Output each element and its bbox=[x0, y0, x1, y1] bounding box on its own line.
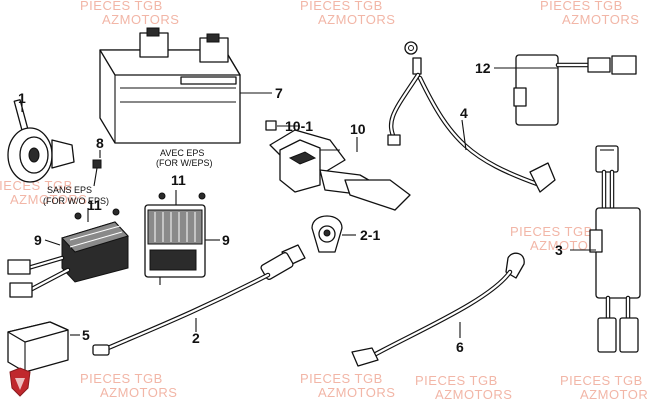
watermark: AZMOTORS bbox=[562, 12, 639, 27]
note-for-w-eps: (FOR W/EPS) bbox=[156, 158, 213, 168]
watermark: AZMOTORS bbox=[318, 12, 395, 27]
callout-7: 7 bbox=[275, 85, 283, 101]
callout-2-1: 2-1 bbox=[360, 227, 380, 243]
watermark: PIECES TGB bbox=[415, 373, 498, 388]
callout-6: 6 bbox=[456, 339, 464, 355]
control-unit-3 bbox=[570, 145, 641, 353]
callout-5: 5 bbox=[82, 327, 90, 343]
cable-6 bbox=[351, 252, 525, 367]
watermark: PIECES TGB bbox=[300, 371, 383, 386]
note-for-wo-eps: (FOR W/O EPS) bbox=[43, 196, 109, 206]
watermark: PIECES TGB bbox=[80, 0, 163, 13]
regulator-left bbox=[7, 208, 129, 298]
watermark: PIECES TGB bbox=[80, 371, 163, 386]
bolt bbox=[92, 150, 102, 187]
watermark: AZMOTORS bbox=[435, 387, 512, 400]
wire-2 bbox=[92, 244, 306, 356]
watermark: AZMOTORS bbox=[10, 192, 87, 207]
watermark: AZMOTORS bbox=[100, 385, 177, 400]
callout-4: 4 bbox=[460, 105, 468, 121]
watermark: PIECES TGB bbox=[0, 178, 73, 193]
watermark: AZMOTORS bbox=[580, 387, 647, 400]
callout-8: 8 bbox=[96, 135, 104, 151]
callout-11a: 11 bbox=[87, 197, 102, 213]
horn bbox=[7, 96, 75, 183]
watermark: PIECES TGB bbox=[300, 0, 383, 13]
box-5 bbox=[7, 321, 80, 373]
callout-1: 1 bbox=[18, 90, 26, 106]
watermark: AZMOTORS bbox=[102, 12, 179, 27]
note-avec-eps: AVEC EPS bbox=[160, 148, 204, 158]
watermark: PIECES TGB bbox=[510, 224, 593, 239]
callout-12: 12 bbox=[475, 60, 491, 76]
watermark: AZMOTORS bbox=[318, 385, 395, 400]
watermark: PIECES TGB bbox=[540, 0, 623, 13]
note-sans-eps: SANS EPS bbox=[47, 185, 92, 195]
brand-logo bbox=[9, 367, 31, 397]
watermark: PIECES TGB bbox=[560, 373, 643, 388]
cable-4 bbox=[387, 41, 556, 193]
callout-10: 10 bbox=[350, 121, 366, 137]
battery bbox=[99, 27, 272, 144]
regulator-right bbox=[144, 190, 220, 285]
callout-2: 2 bbox=[192, 330, 200, 346]
callout-9a: 9 bbox=[34, 232, 42, 248]
watermark: AZMOTORS bbox=[530, 238, 607, 253]
fuse-cap bbox=[311, 215, 356, 253]
callout-9b: 9 bbox=[222, 232, 230, 248]
callout-3: 3 bbox=[555, 242, 563, 258]
starter-relay bbox=[265, 120, 411, 211]
callout-10-1: 10-1 bbox=[285, 118, 313, 134]
callout-11b: 11 bbox=[171, 172, 186, 188]
relay-12 bbox=[494, 54, 637, 126]
